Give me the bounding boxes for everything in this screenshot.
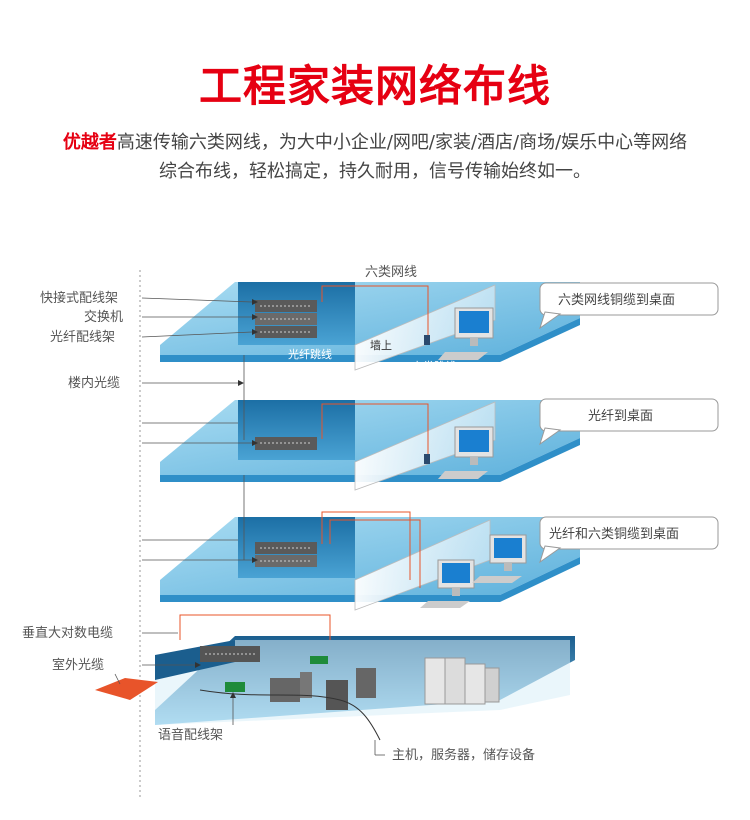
intro-line-2: 综合布线，轻松搞定，持久耐用，信号传输始终如一。 — [159, 161, 591, 182]
callout-floor-1: 六类网线铜缆到桌面 — [539, 282, 719, 330]
floor-3 — [160, 511, 580, 611]
floor-1-cat6-cable — [321, 285, 429, 340]
callout-floor-2-text: 光纤到桌面 — [588, 409, 653, 424]
left-annotations: 快接式配线架 交换机 光纤配线架 楼内光缆 垂直大对数电缆 室外光缆 语音配线架 — [22, 290, 258, 743]
switch-label: 交换机 — [84, 309, 123, 325]
intro-text: 优越者高速传输六类网线，为大中小企业/网吧/家装/酒店/商场/娱乐中心等网络 综… — [22, 128, 728, 186]
floor-1-glass-wall — [354, 284, 496, 371]
floor-2 — [160, 400, 580, 491]
floor-2-monitor-icon — [438, 426, 494, 479]
callout-floor-3-text: 光纤和六类铜缆到桌面 — [549, 526, 679, 542]
host-servers-label: 主机，服务器，储存设备 — [392, 747, 535, 763]
floor-3-cable-b — [329, 519, 421, 588]
floor-1: 光纤跳线 墙上 六类跳线 — [160, 282, 580, 373]
callout-floor-1-text: 六类网线铜缆到桌面 — [558, 292, 675, 308]
floor-3-slab-edge — [160, 557, 580, 602]
floor-3-cable-a — [321, 511, 411, 580]
floor-2-back-wall — [238, 400, 355, 460]
fiber-jumper-label: 光纤跳线 — [288, 347, 332, 361]
indoor-fiber-label: 楼内光缆 — [68, 375, 120, 391]
server-racks-icon — [270, 668, 376, 710]
backbone-cable-label: 垂直大对数电缆 — [22, 625, 113, 641]
outdoor-fiber-pad — [95, 678, 158, 700]
basement-switch-icon — [200, 646, 260, 662]
fiber-panel-label: 光纤配线架 — [50, 330, 115, 345]
voice-panel-label: 语音配线架 — [158, 727, 223, 743]
cat6-jumper-label: 六类跳线 — [412, 359, 456, 373]
wall-outlet — [424, 454, 430, 464]
wall-label: 墙上 — [370, 338, 392, 352]
floor-1-monitor-icon — [438, 307, 494, 360]
cabling-diagram: 光纤跳线 墙上 六类跳线 — [22, 265, 719, 800]
floor-3-monitor-2-icon — [472, 534, 527, 583]
voice-panel-icon — [225, 682, 245, 692]
basement-green-panel — [310, 656, 328, 664]
floor-2-slab-edge — [160, 438, 580, 482]
basement-cable-black — [199, 689, 381, 741]
cat6-top-label: 六类网线 — [365, 265, 417, 280]
floor-2-glass-wall — [354, 401, 496, 491]
floor-3-monitor-1-icon — [420, 559, 475, 608]
storage-cabinets-icon — [424, 657, 500, 705]
basement-cable-red — [179, 614, 331, 640]
basement — [155, 614, 575, 741]
callout-floor-2: 光纤到桌面 — [539, 398, 719, 446]
page-title: 工程家装网络布线 — [199, 62, 551, 112]
floor-2-switch — [255, 437, 317, 450]
brand-name: 优越者 — [62, 132, 117, 153]
outdoor-fiber-label: 室外光缆 — [52, 657, 104, 673]
wall-outlet — [424, 335, 430, 345]
floor-1-rack — [255, 300, 317, 338]
patch-panel-label: 快接式配线架 — [40, 290, 118, 306]
callout-floor-3: 光纤和六类铜缆到桌面 — [539, 516, 719, 564]
floor-1-slab-edge — [160, 318, 580, 362]
floor-3-rack — [255, 542, 317, 567]
intro-line-1-text: 高速传输六类网线，为大中小企业/网吧/家装/酒店/商场/娱乐中心等网络 — [116, 132, 688, 153]
intro-line-1: 优越者高速传输六类网线，为大中小企业/网吧/家装/酒店/商场/娱乐中心等网络 — [22, 128, 728, 157]
floor-2-fiber-cable — [321, 403, 429, 458]
